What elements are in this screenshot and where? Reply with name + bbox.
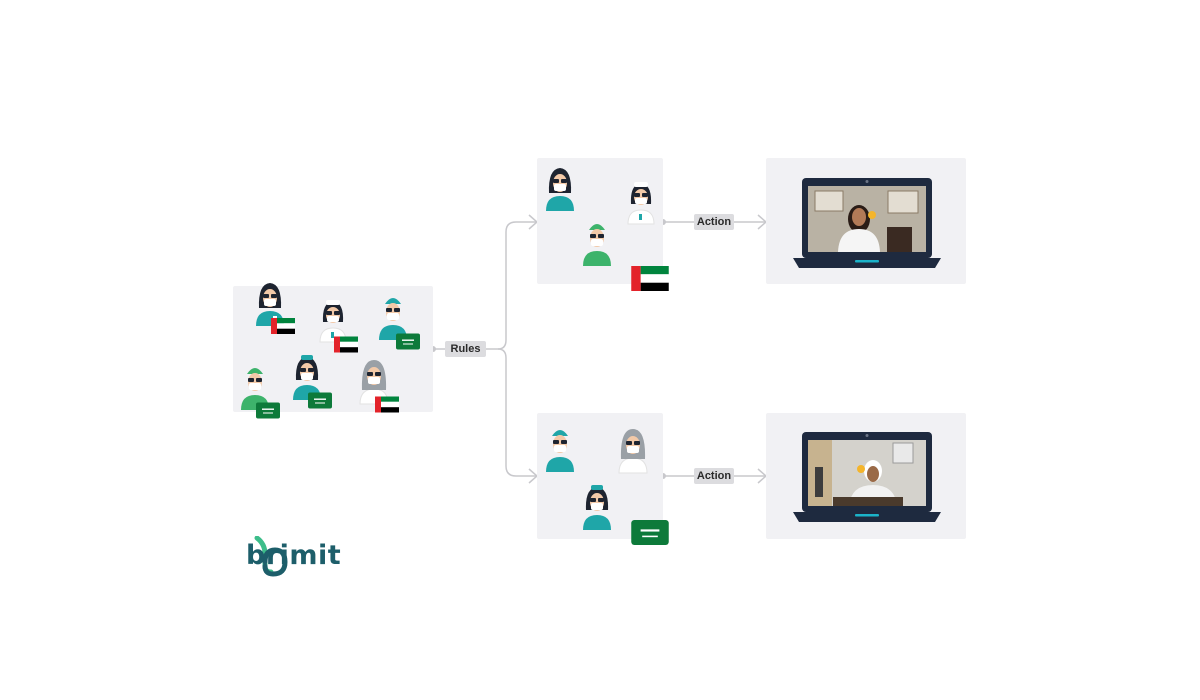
surgeon-icon	[546, 430, 574, 472]
senior-doctor-icon	[618, 429, 648, 474]
saudi-flag-icon	[396, 333, 420, 350]
surgeon-icon	[241, 368, 269, 410]
doctor-icon	[546, 168, 574, 211]
saudi-flag-icon	[308, 392, 332, 409]
doctor-icon	[583, 485, 611, 530]
brimit-logo-icon	[254, 536, 288, 577]
saudi-flag-icon	[631, 520, 669, 545]
surgeon-icon	[583, 224, 611, 266]
uae-flag-icon	[631, 266, 669, 291]
uae-flag-icon	[375, 396, 399, 413]
laptop-video-call-female-doctor	[793, 178, 941, 268]
nurse-icon	[319, 300, 347, 343]
action-label-top: Action	[694, 214, 734, 230]
uae-flag-icon	[271, 318, 295, 334]
uae-flag-icon	[334, 336, 358, 353]
rules-label: Rules	[445, 341, 486, 357]
nurse-icon	[627, 182, 655, 225]
saudi-flag-icon	[256, 402, 280, 419]
senior-doctor-icon	[359, 360, 389, 405]
brand-name: brimit	[246, 540, 342, 571]
action-label-bottom: Action	[694, 468, 734, 484]
laptop-video-call-male-doctor	[793, 432, 941, 522]
